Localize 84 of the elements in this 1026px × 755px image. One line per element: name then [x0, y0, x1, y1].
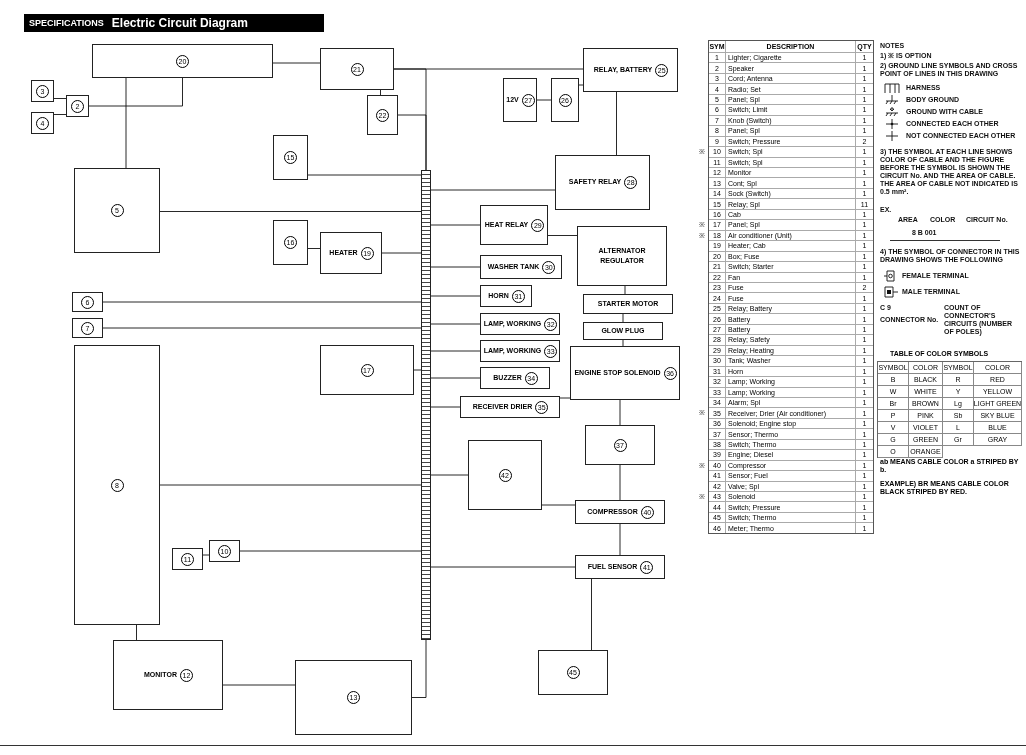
- wire: [159, 484, 422, 486]
- component-box: [570, 346, 680, 400]
- component-box: [273, 135, 308, 180]
- component-box: [273, 220, 308, 265]
- component-box: [66, 95, 89, 117]
- wire: [430, 350, 481, 352]
- wire: [239, 550, 422, 552]
- component-box: [72, 292, 103, 312]
- wire: [307, 248, 321, 249]
- component-box: [468, 440, 542, 510]
- component-box: [480, 255, 562, 279]
- component-box: [551, 78, 579, 122]
- component-box: [31, 80, 54, 102]
- wire: [136, 624, 137, 641]
- section-tag: SPECIFICATIONS: [24, 18, 112, 28]
- component-box: [538, 650, 608, 695]
- wire: [430, 377, 481, 379]
- wire: [430, 474, 469, 476]
- wire: [380, 89, 381, 96]
- component-box: [480, 205, 548, 245]
- wire: [430, 323, 481, 325]
- wire: [619, 399, 621, 426]
- wire: [413, 369, 422, 371]
- component-box: [295, 660, 412, 735]
- component-box: [583, 294, 673, 314]
- component-box: [480, 313, 560, 335]
- component-box: [92, 44, 273, 78]
- diagram-title: Electric Circuit Diagram: [111, 16, 248, 30]
- wire: [125, 77, 127, 169]
- wire: [578, 84, 584, 86]
- component-box: [583, 322, 663, 340]
- wire: [430, 406, 461, 408]
- component-box: [575, 555, 665, 579]
- component-box: [480, 367, 550, 389]
- component-box: [320, 345, 414, 395]
- component-box: [113, 640, 223, 710]
- component-box: [172, 548, 203, 570]
- wire: [272, 62, 321, 64]
- component-box: [585, 425, 655, 465]
- wire: [430, 224, 481, 226]
- wire: [411, 639, 427, 698]
- wire: [541, 504, 576, 506]
- wire: [430, 189, 556, 191]
- component-box: [583, 48, 678, 92]
- wire: [624, 285, 626, 295]
- component-box: [74, 168, 160, 253]
- component-box: [320, 48, 394, 90]
- component-box: [72, 318, 103, 338]
- wire: [619, 464, 621, 501]
- wire: [397, 114, 427, 171]
- component-box: [555, 155, 650, 210]
- wire: [307, 174, 422, 176]
- wire: [559, 397, 571, 399]
- component-box: [577, 226, 667, 286]
- wire: [53, 98, 67, 99]
- wire: [622, 313, 624, 323]
- wire: [381, 252, 422, 254]
- wire: [53, 114, 67, 115]
- component-box: [503, 78, 537, 122]
- component-box: [480, 285, 532, 307]
- wire: [430, 266, 481, 268]
- wire: [622, 339, 624, 347]
- component-box: [209, 540, 240, 562]
- wire: [102, 327, 422, 329]
- wire: [202, 554, 210, 556]
- wire: [430, 295, 481, 297]
- wire: [88, 77, 183, 107]
- wire: [102, 301, 422, 303]
- wire: [222, 684, 296, 686]
- wire: [591, 578, 592, 651]
- component-box: [74, 345, 160, 625]
- wire: [547, 235, 578, 236]
- component-box: [460, 396, 560, 418]
- wire: [159, 211, 422, 212]
- wire: [616, 91, 617, 156]
- wire: [619, 523, 621, 556]
- wire: [536, 99, 552, 101]
- wire: [430, 566, 576, 568]
- component-box: [31, 112, 54, 134]
- component-box: [480, 340, 560, 362]
- component-box: [320, 232, 382, 274]
- component-box: [575, 500, 665, 524]
- component-box: [367, 95, 398, 135]
- connector-strip: [421, 170, 431, 640]
